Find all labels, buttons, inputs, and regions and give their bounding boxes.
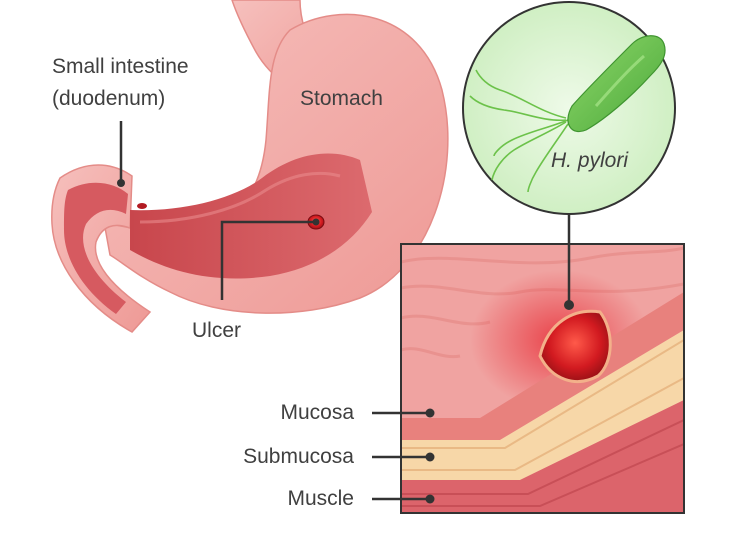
leader-lines: [117, 121, 574, 504]
tissue-inset: [401, 244, 684, 513]
mucosa-layer: [401, 292, 684, 440]
label-small-intestine: Small intestine: [52, 55, 189, 78]
label-h-pylori: H. pylori: [551, 149, 629, 172]
inset-border: [400, 243, 685, 514]
label-mucosa: Mucosa: [280, 401, 354, 424]
muscle-layer: [401, 400, 684, 513]
stomach-inner-lining: [130, 153, 372, 279]
duodenum-lining: [64, 182, 128, 314]
submucosa-layer: [401, 330, 684, 480]
duodenum-spot: [137, 203, 147, 209]
stomach-organ: [51, 0, 449, 333]
label-muscle: Muscle: [287, 487, 354, 510]
stomach-inner-highlight: [139, 171, 341, 224]
label-duodenum: (duodenum): [52, 87, 166, 110]
h-pylori-lens: [462, 1, 676, 215]
tissue-ulcer: [538, 309, 612, 383]
label-stomach: Stomach: [300, 87, 383, 110]
flagella: [469, 69, 569, 193]
label-submucosa: Submucosa: [243, 445, 354, 468]
label-ulcer: Ulcer: [192, 319, 242, 342]
leader-ulcer: [220, 220, 316, 300]
